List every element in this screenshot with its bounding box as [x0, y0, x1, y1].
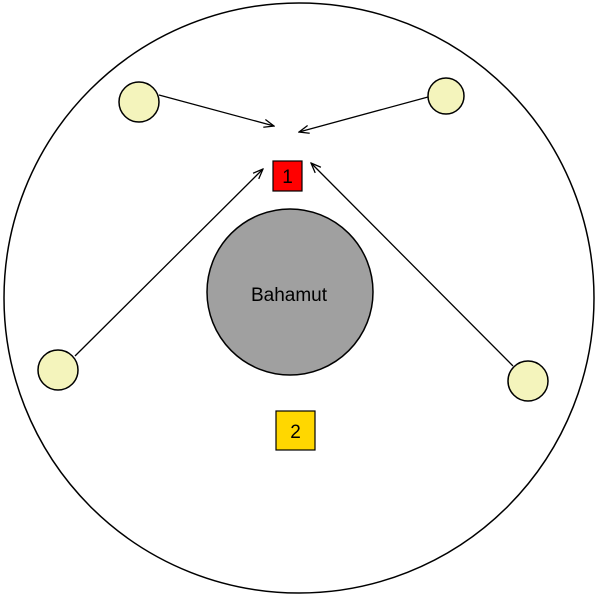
player-marker-right [507, 360, 549, 402]
player-marker-top-right [427, 77, 465, 115]
spot-1-label: 1 [282, 167, 293, 188]
player-marker-top-left [118, 81, 160, 123]
spot-2-label: 2 [290, 422, 301, 443]
move-arrow-top-right [299, 96, 429, 132]
move-arrow-top-left [158, 94, 274, 126]
boss-label: Bahamut [251, 285, 328, 306]
move-arrow-right [311, 163, 514, 367]
spot-1-box [272, 160, 303, 192]
move-arrow-left [74, 169, 263, 357]
boss-circle [206, 208, 374, 376]
spot-2-box [275, 410, 316, 451]
player-marker-left [37, 349, 79, 391]
